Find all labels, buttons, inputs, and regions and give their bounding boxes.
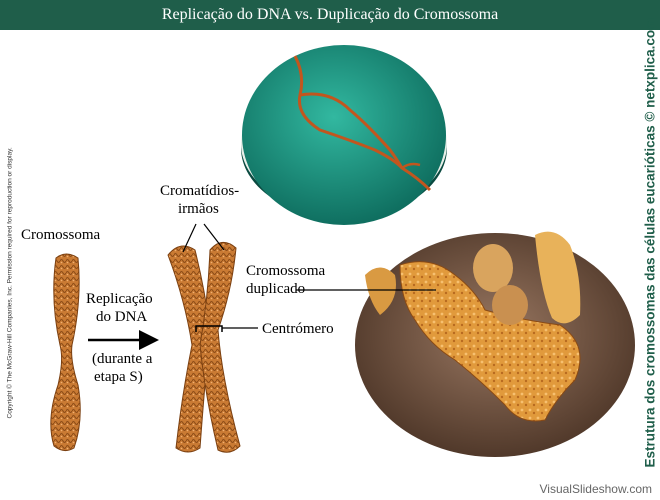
label-centromere: Centrómero xyxy=(262,321,334,337)
label-replication-2: do DNA xyxy=(96,309,148,325)
label-chromosome: Cromossoma xyxy=(21,227,101,243)
watermark: VisualSlideshow.com xyxy=(539,482,652,496)
chromatid-leader-left xyxy=(182,223,197,253)
chromatid-leader-right xyxy=(203,223,225,251)
label-sister-chromatids-1: Cromatídios- xyxy=(160,183,240,199)
centromere-bracket xyxy=(195,325,223,332)
label-duplicated-2: duplicado xyxy=(246,281,306,297)
label-replication-1: Replicação xyxy=(86,291,153,307)
side-caption: Estrutura dos cromossomas das células eu… xyxy=(642,17,658,468)
micrograph-disc xyxy=(355,231,635,457)
dna-disc xyxy=(241,45,447,225)
label-during-2: etapa S) xyxy=(94,369,143,385)
chromosome-duplicated xyxy=(167,242,241,453)
copyright-notice: Copyright © The McGraw-Hill Companies, I… xyxy=(6,147,14,419)
label-during-1: (durante a xyxy=(92,351,153,367)
slide-title: Replicação do DNA vs. Duplicação do Crom… xyxy=(0,0,660,30)
chromosome-single xyxy=(50,253,81,452)
label-duplicated-1: Cromossoma xyxy=(246,263,326,279)
label-sister-chromatids-2: irmãos xyxy=(178,201,219,217)
